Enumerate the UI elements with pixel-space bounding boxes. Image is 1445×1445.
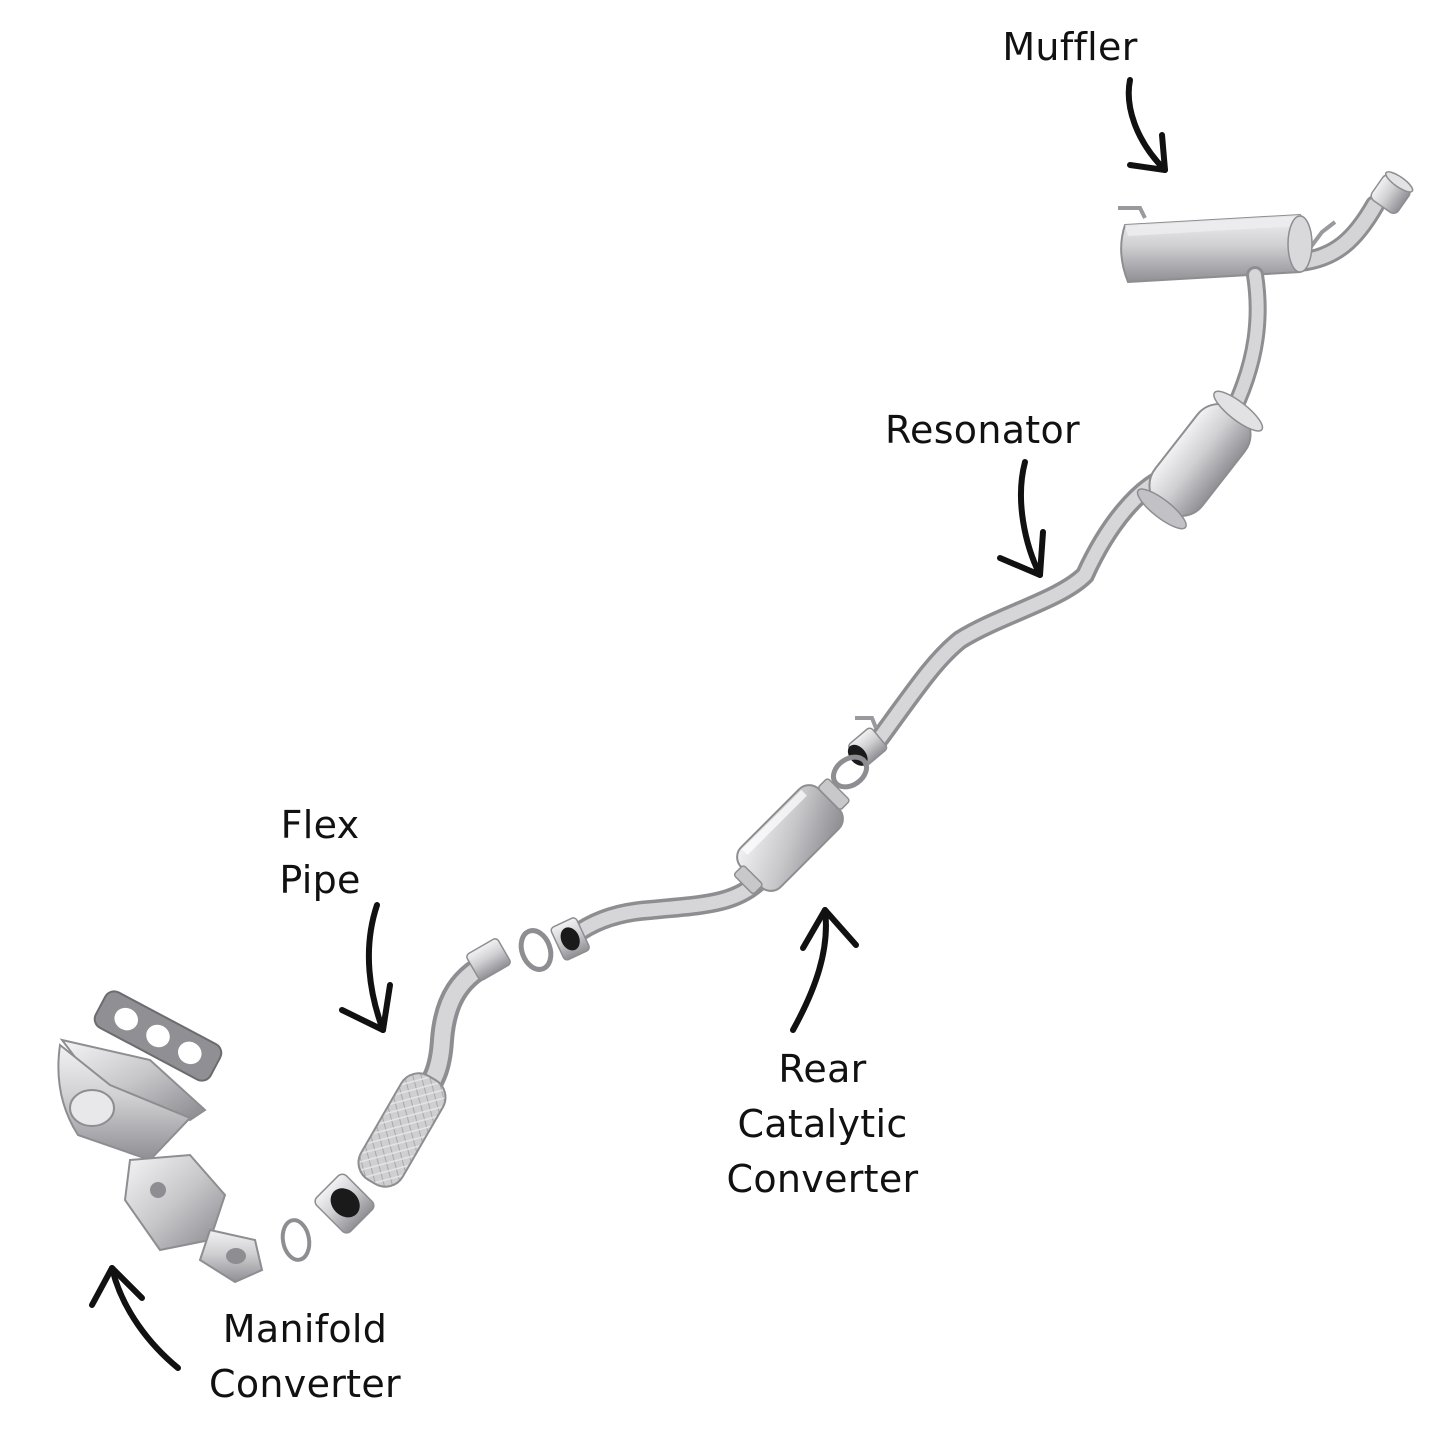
flex-pipe-label-line-2: Pipe (279, 858, 361, 902)
manifold-converter-label-line-2: Converter (209, 1362, 401, 1406)
muffler-arrow (1125, 77, 1168, 173)
muffler-label-line: Muffler (1002, 25, 1138, 69)
manifold-converter-label: Manifold Converter (190, 1302, 420, 1412)
muffler-label: Muffler (990, 20, 1150, 75)
rear-catalytic-converter-label-line-3: Converter (726, 1157, 919, 1201)
gasket (830, 754, 870, 790)
flex-pipe-arrow (339, 902, 393, 1033)
muffler (1118, 171, 1414, 284)
rear-catalytic-converter-label-line-1: Rear (778, 1047, 867, 1091)
resonator-label: Resonator (870, 403, 1095, 458)
rear-catalytic-converter-label-line-2: Catalytic (737, 1102, 908, 1146)
rear-catalytic-converter-label: Rear Catalytic Converter (700, 1042, 945, 1207)
resonator-arrow (997, 459, 1046, 578)
rear-catalytic-converter-arrow (790, 907, 859, 1033)
manifold-converter-arrow (89, 1265, 181, 1371)
donut-gasket (280, 1218, 312, 1262)
flex-pipe (314, 938, 511, 1234)
manifold-converter-label-line-1: Manifold (222, 1307, 388, 1351)
flex-pipe-label: Flex Pipe (240, 798, 400, 908)
gasket (518, 928, 554, 972)
manifold-converter (57, 990, 264, 1284)
intermediate-pipe (1229, 266, 1267, 409)
resonator-label-line: Resonator (885, 408, 1080, 452)
rear-catalytic-converter (550, 778, 850, 961)
flex-pipe-label-line-1: Flex (280, 803, 360, 847)
